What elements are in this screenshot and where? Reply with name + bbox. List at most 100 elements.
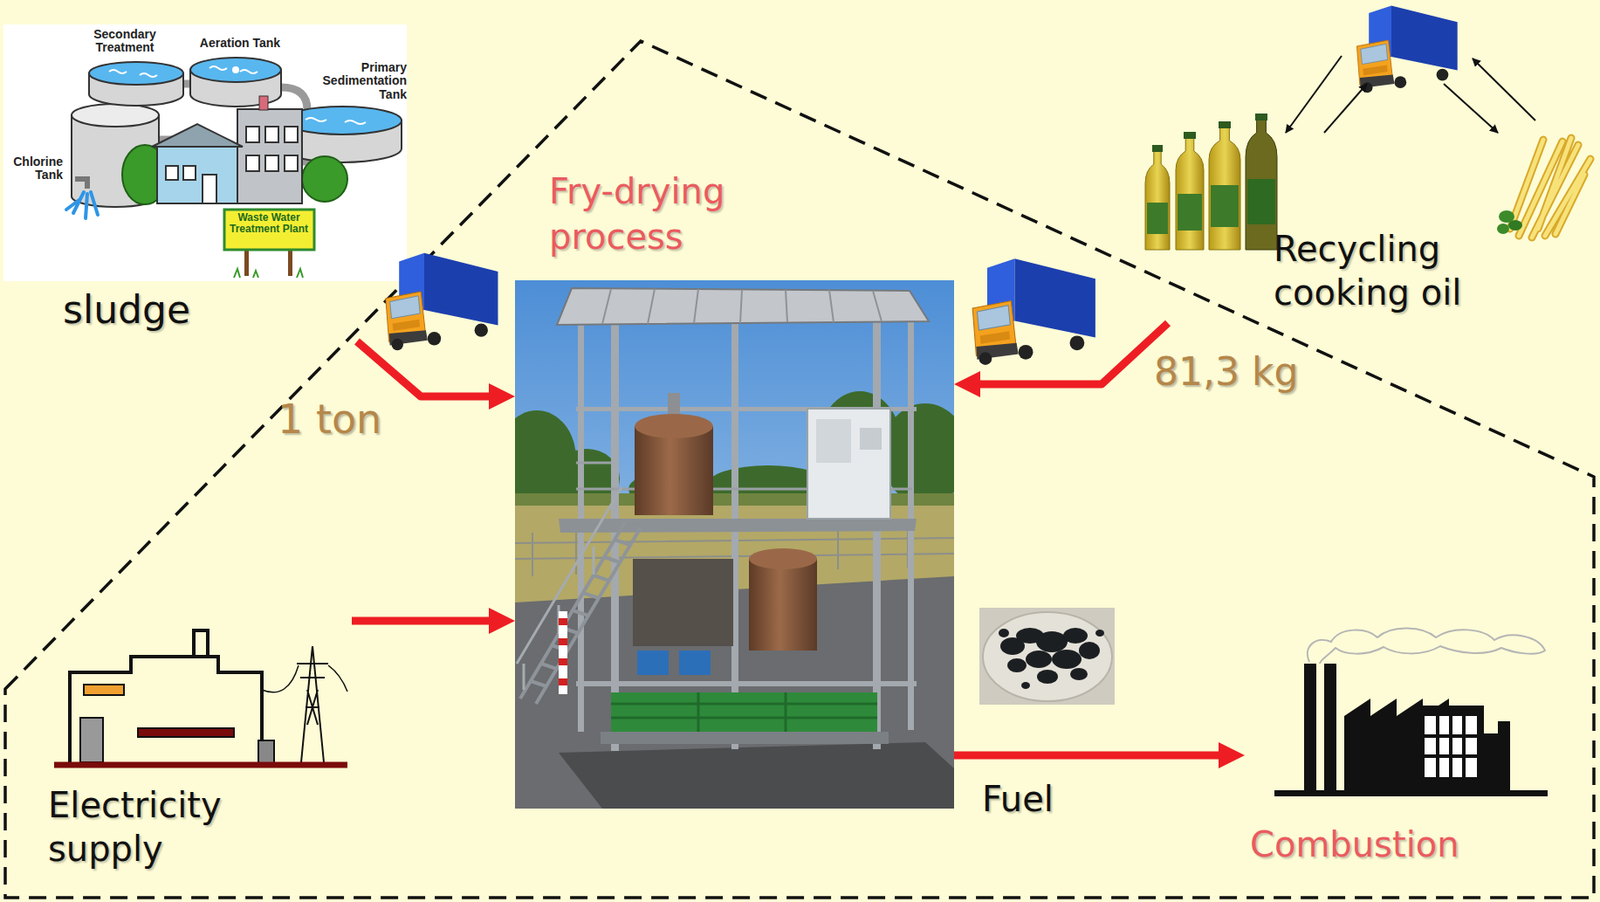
- fries-icon: [1510, 137, 1591, 238]
- flow-arrow: [357, 341, 498, 397]
- fuel-sample-photo: [982, 611, 1113, 701]
- cooking-oil-bottles: [1183, 131, 1196, 139]
- photo-cabinet: [807, 408, 891, 519]
- node-label: Recycling cooking oil: [1273, 226, 1527, 315]
- photo-platform: [558, 518, 917, 533]
- power-plant-icon: [296, 645, 329, 763]
- combustion-plant-icon: [1497, 721, 1511, 734]
- photo-lower-vessel: [748, 558, 818, 651]
- cooking-oil-bottles: [1177, 193, 1202, 231]
- photo-post: [558, 611, 568, 694]
- cooking-oil-bottles: [1175, 135, 1204, 250]
- cooking-oil-bottles: [1218, 121, 1231, 129]
- aeration-tank: [209, 66, 258, 74]
- recycling-cycle-arrows: [1324, 83, 1367, 133]
- photo-pump: [637, 650, 669, 675]
- photo-lower-vessel: [748, 548, 818, 651]
- truck-icon: [1356, 5, 1457, 93]
- fry-drying-plant-photo: [515, 280, 955, 809]
- photo-pallet-slats: [611, 692, 878, 733]
- plant-building: [265, 155, 279, 172]
- node-label: Combustion: [1249, 822, 1512, 866]
- fuel-granules: [1063, 627, 1088, 644]
- cooking-oil-bottles: [1145, 113, 1278, 250]
- recycling-cycle-arrows: [1472, 58, 1536, 121]
- photo-stairs: [520, 521, 641, 704]
- plant-trees: [122, 144, 348, 205]
- fuel-granules: [1051, 649, 1082, 669]
- plant-building: [237, 109, 303, 204]
- plant-sign: [233, 268, 303, 278]
- flow-quantity: Fuel: [981, 776, 1054, 821]
- combustion-plant-icon: [1307, 627, 1546, 664]
- fuel-granules: [998, 627, 1105, 689]
- part-label: Waste Water Treatment Plant: [228, 212, 310, 235]
- combustion-plant-icon: [1304, 663, 1317, 793]
- part-label: Aeration Tank: [187, 36, 293, 50]
- photo-canopy-ribs: [602, 288, 882, 324]
- plant-building: [151, 123, 243, 147]
- plant-building: [265, 126, 279, 143]
- photo-frame: [576, 680, 917, 687]
- recycling-cycle-arrows: [1443, 83, 1498, 133]
- cooking-oil-bottles: [1145, 148, 1170, 250]
- power-plant-icon: [54, 762, 348, 769]
- plant-building: [246, 155, 260, 172]
- part-label: Chlorine Tank: [1, 155, 63, 183]
- fuel-granules: [998, 628, 1010, 638]
- plant-building: [284, 155, 298, 172]
- plant-building: [259, 96, 268, 110]
- fuel-granules: [1007, 658, 1027, 673]
- photo-pallet: [611, 692, 878, 733]
- node-label: Fry-drying process: [549, 168, 785, 260]
- process-unit: Fry-drying process: [515, 173, 955, 809]
- plant-trees: [302, 156, 348, 202]
- combustion-plant-icon: [1418, 705, 1484, 791]
- photo-post-stripes: [558, 621, 568, 682]
- fuel-granules: [1095, 629, 1105, 637]
- photo-base: [600, 731, 889, 744]
- photo-upper-vessel: [634, 413, 714, 439]
- chlorine-tank: [66, 192, 98, 219]
- power-plant-icon: [54, 630, 348, 765]
- cooking-oil-bottles: [1210, 185, 1239, 227]
- power-plant-icon: [80, 717, 104, 763]
- combustion-plant-icon: [1274, 627, 1548, 797]
- fuel-sample-photo: [979, 607, 1115, 705]
- plant-sign: [288, 249, 293, 276]
- power-plant-icon: [261, 665, 348, 693]
- plant-building: [284, 126, 298, 143]
- flow-arrow: [351, 617, 498, 625]
- combustion-plant-icon: [1274, 789, 1548, 797]
- power-plant-icon: [193, 630, 208, 657]
- photo-cabinet: [807, 408, 891, 519]
- fries-icon: [1496, 137, 1591, 238]
- plant-building: [157, 144, 238, 204]
- flow-quantity: 1 ton: [277, 394, 382, 446]
- fries-icon: [1496, 223, 1510, 234]
- photo-upper-vessel: [634, 392, 714, 516]
- power-plant-icon: [258, 740, 275, 763]
- power-plant-icon: [83, 684, 124, 695]
- secondary-tank: [89, 61, 184, 85]
- fuel-granules: [1021, 681, 1031, 689]
- truck-icon: [385, 253, 499, 351]
- plant-sign: [224, 209, 315, 278]
- photo-lower-vessel: [748, 548, 818, 570]
- combustion-plant-icon: [1424, 715, 1477, 777]
- fries-icon: [1508, 219, 1523, 231]
- cooking-oil-bottles: [1245, 116, 1278, 250]
- truck-icon: [972, 258, 1096, 365]
- fry-drying-plant-photo: [515, 280, 955, 809]
- fuel-granules: [1078, 641, 1100, 660]
- plant-sign: [244, 249, 249, 276]
- photo-stair-rail: [516, 487, 622, 690]
- cooking-oil-bottles: [1208, 124, 1241, 250]
- sludge-source: sludge: [0, 25, 409, 342]
- photo-cabinet: [859, 427, 882, 450]
- cooking-oil-bottles: [1146, 202, 1168, 234]
- fries-icon: [1510, 137, 1591, 238]
- combustion-plant-icon: [1483, 733, 1511, 791]
